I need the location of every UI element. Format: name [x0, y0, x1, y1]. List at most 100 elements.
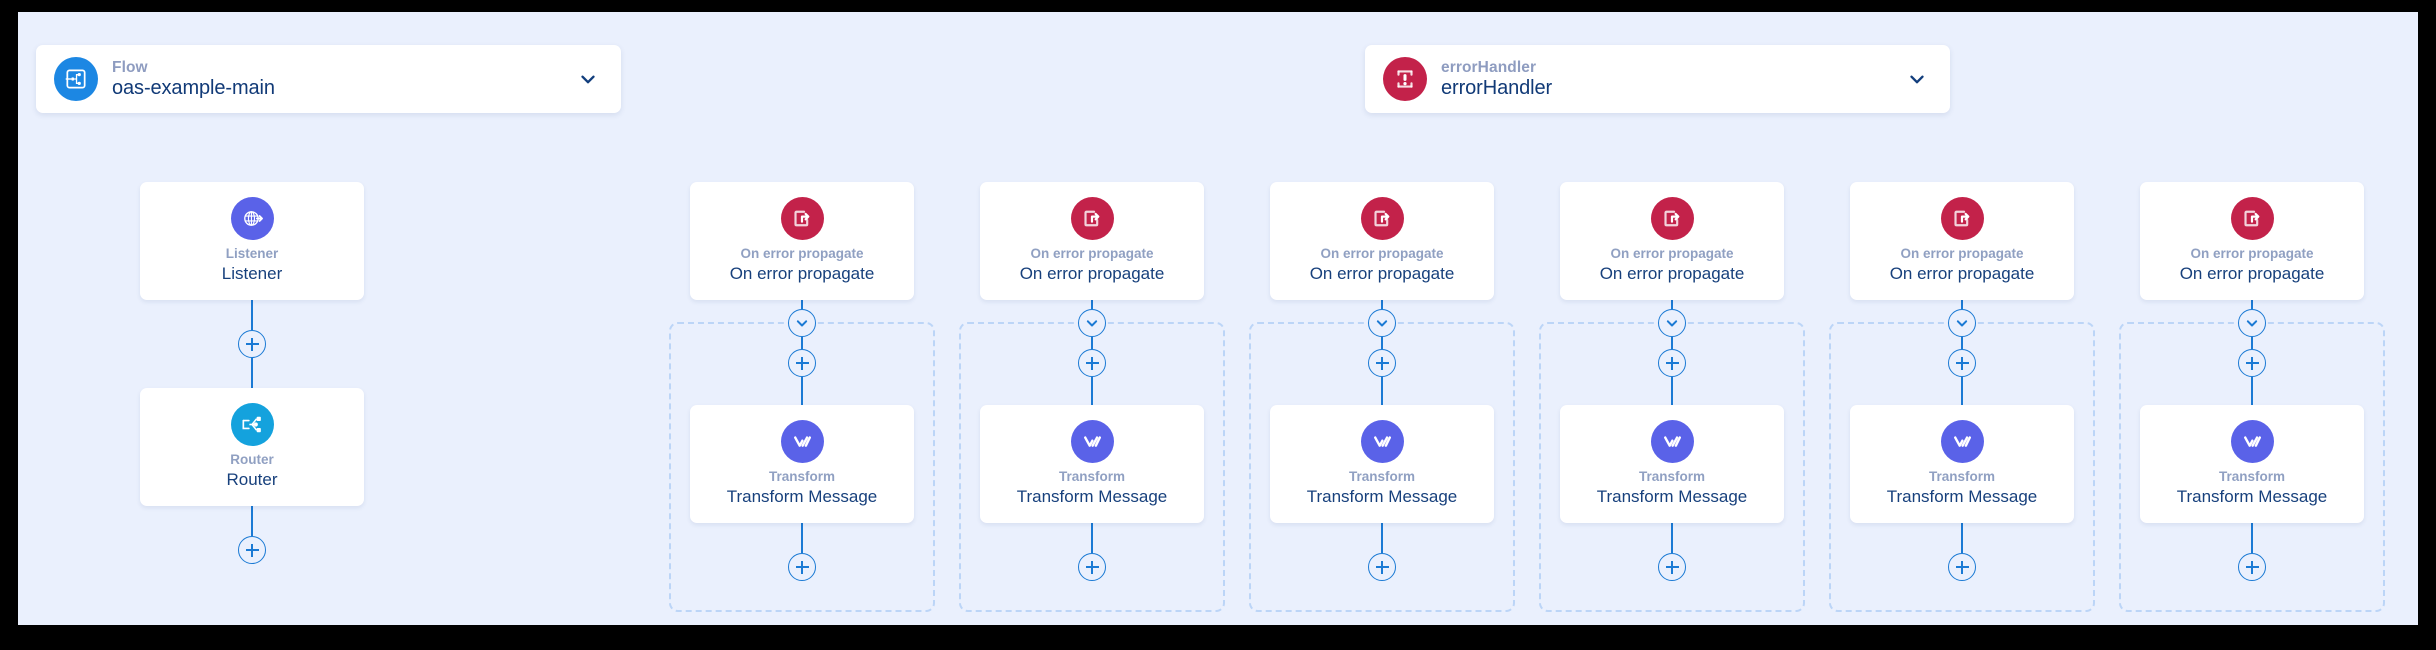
on-error-propagate-icon — [2230, 197, 2274, 241]
node-kind-label: Transform — [768, 469, 836, 485]
flow-icon — [54, 57, 98, 101]
connector-line — [801, 523, 803, 553]
node-kind-label: On error propagate — [1610, 246, 1734, 262]
add-component-button[interactable] — [1368, 553, 1396, 581]
node-card-on-error-propagate[interactable]: On error propagate On error propagate — [1560, 182, 1784, 300]
connector-line — [251, 506, 253, 536]
add-component-button[interactable] — [238, 536, 266, 564]
node-name-label: On error propagate — [1599, 264, 1745, 284]
dataweave-transform-icon — [1360, 420, 1404, 464]
node-card-on-error-propagate[interactable]: On error propagate On error propagate — [1270, 182, 1494, 300]
node-kind-label: On error propagate — [1320, 246, 1444, 262]
collapse-scope-chevron-down-icon[interactable] — [1078, 309, 1106, 337]
add-component-button[interactable] — [1948, 553, 1976, 581]
node-kind-label: On error propagate — [2190, 246, 2314, 262]
connector-line — [1671, 523, 1673, 553]
add-component-button[interactable] — [788, 349, 816, 377]
connector-bottom — [1560, 523, 1784, 581]
flow-header-kind: Flow — [112, 58, 148, 76]
node-kind-label: Transform — [1348, 469, 1416, 485]
error-handler-icon — [1383, 57, 1427, 101]
on-error-propagate-icon — [1360, 197, 1404, 241]
dataweave-transform-icon — [2230, 420, 2274, 464]
header-chevron-down-icon[interactable] — [1906, 68, 1928, 90]
connector-line — [2251, 523, 2253, 553]
collapse-scope-chevron-down-icon[interactable] — [1948, 309, 1976, 337]
connector-top — [1560, 300, 1784, 405]
connector-top — [1850, 300, 2074, 405]
on-error-propagate-icon — [1070, 197, 1114, 241]
node-name-label: Transform Message — [1596, 487, 1748, 507]
collapse-scope-chevron-down-icon[interactable] — [1368, 309, 1396, 337]
node-name-label: Transform Message — [2176, 487, 2328, 507]
connector-line — [2251, 377, 2253, 405]
add-component-button[interactable] — [1078, 553, 1106, 581]
on-error-propagate-icon — [1650, 197, 1694, 241]
connector-line — [1091, 337, 1093, 349]
connector-bottom — [1850, 523, 2074, 581]
connector-line — [801, 300, 803, 309]
add-component-button[interactable] — [1368, 349, 1396, 377]
on-error-propagate-icon — [1940, 197, 1984, 241]
collapse-scope-chevron-down-icon[interactable] — [2238, 309, 2266, 337]
collapse-scope-chevron-down-icon[interactable] — [788, 309, 816, 337]
node-name-label: On error propagate — [1019, 264, 1165, 284]
connector-line — [251, 300, 253, 330]
add-component-button[interactable] — [788, 553, 816, 581]
header-chevron-down-icon[interactable] — [577, 68, 599, 90]
add-component-button[interactable] — [2238, 553, 2266, 581]
connector-line — [801, 377, 803, 405]
connector-line — [1381, 523, 1383, 553]
connector-line — [1091, 377, 1093, 405]
add-component-button[interactable] — [1658, 553, 1686, 581]
add-component-button[interactable] — [238, 330, 266, 358]
connector-line — [1381, 377, 1383, 405]
node-kind-label: Transform — [2218, 469, 2286, 485]
connector-bottom — [690, 523, 914, 581]
add-component-button[interactable] — [1948, 349, 1976, 377]
collapse-scope-chevron-down-icon[interactable] — [1658, 309, 1686, 337]
connector-line — [2251, 300, 2253, 309]
add-component-button[interactable] — [1658, 349, 1686, 377]
node-name-label: On error propagate — [1309, 264, 1455, 284]
dataweave-transform-icon — [1940, 420, 1984, 464]
connector-bottom — [140, 506, 364, 564]
connector-line — [1961, 337, 1963, 349]
node-name-label: Transform Message — [1306, 487, 1458, 507]
add-component-button[interactable] — [1078, 349, 1106, 377]
node-kind-label: Transform — [1928, 469, 1996, 485]
connector-line — [1961, 300, 1963, 309]
node-kind-label: On error propagate — [740, 246, 864, 262]
flow-header-name: oas-example-main — [112, 76, 275, 99]
connector-line — [1671, 300, 1673, 309]
connector-line — [801, 337, 803, 349]
add-component-button[interactable] — [2238, 349, 2266, 377]
node-name-label: On error propagate — [1889, 264, 2035, 284]
connector-top — [1270, 300, 1494, 405]
